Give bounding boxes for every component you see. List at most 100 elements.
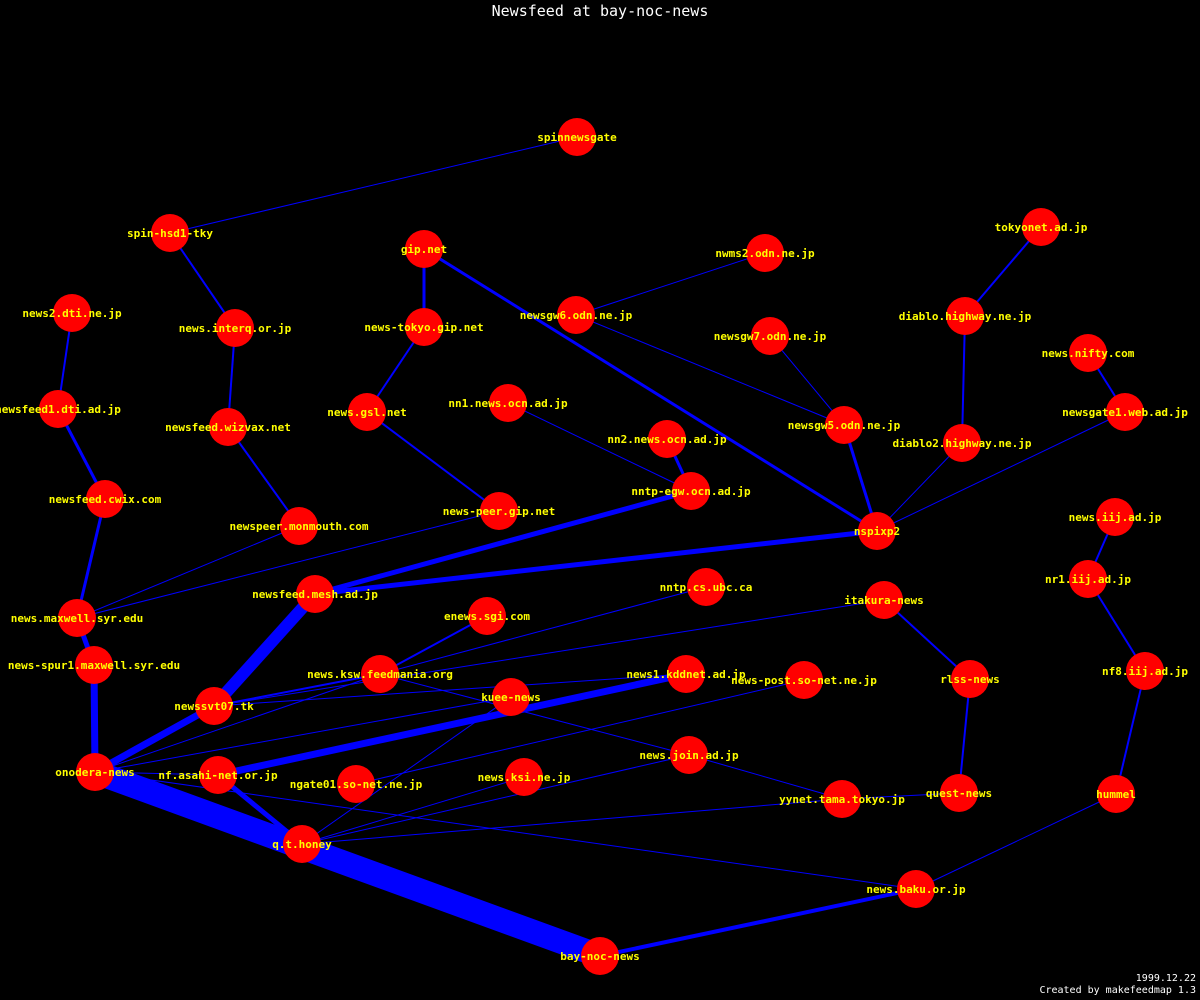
feed-edge-enews.sgi.com--news.ksw.feedmania.org	[379, 615, 488, 675]
node-bay-noc-news: bay-noc-news	[560, 937, 640, 975]
node-news-spur1.maxwell.syr.edu: news-spur1.maxwell.syr.edu	[8, 646, 180, 684]
node-circle	[216, 309, 254, 347]
feed-edge-nspixp2--newsfeed.mesh.ad.jp	[314, 528, 878, 597]
node-news.ksi.ne.jp: news.ksi.ne.jp	[478, 758, 571, 796]
node-label: kuee-news	[481, 691, 541, 704]
node-newspeer.monmouth.com: newspeer.monmouth.com	[229, 507, 369, 545]
node-circle	[1096, 498, 1134, 536]
node-label: nwms2.odn.ne.jp	[715, 247, 815, 260]
feed-edge-news.gsl.net--news-peer.gip.net	[366, 411, 500, 512]
feed-edge-news.baku.or.jp--bay-noc-news	[599, 887, 917, 958]
node-label: gip.net	[401, 243, 447, 256]
node-label: newsgate1.web.ad.jp	[1062, 406, 1188, 419]
node-label: news.nifty.com	[1042, 347, 1135, 360]
node-circle	[492, 678, 530, 716]
node-circle	[943, 424, 981, 462]
node-news.iij.ad.jp: news.iij.ad.jp	[1069, 498, 1162, 536]
node-circle	[1126, 652, 1164, 690]
node-label: bay-noc-news	[560, 950, 639, 963]
node-label: nf8.iij.ad.jp	[1102, 665, 1188, 678]
node-circle	[825, 406, 863, 444]
node-circle	[151, 214, 189, 252]
node-label: newsgw6.odn.ne.jp	[520, 309, 633, 322]
node-circle	[405, 230, 443, 268]
node-circle	[199, 756, 237, 794]
node-circle	[667, 655, 705, 693]
node-nr1.iij.ad.jp: nr1.iij.ad.jp	[1045, 560, 1131, 598]
feed-edge-nn1.news.ocn.ad.jp--nntp-egw.ocn.ad.jp	[507, 402, 692, 492]
node-onodera-news: onodera-news	[55, 753, 135, 791]
footer-credit: Created by makefeedmap 1.3	[1039, 985, 1196, 996]
node-circle	[405, 308, 443, 346]
node-nf8.iij.ad.jp: nf8.iij.ad.jp	[1102, 652, 1188, 690]
node-label: nf.asahi-net.or.jp	[158, 769, 278, 782]
feed-edge-kuee-news--onodera-news	[94, 696, 512, 773]
node-label: itakura-news	[844, 594, 923, 607]
node-newsfeed.mesh.ad.jp: newsfeed.mesh.ad.jp	[252, 575, 378, 613]
node-circle	[865, 581, 903, 619]
node-circle	[209, 408, 247, 446]
node-news.maxwell.syr.edu: news.maxwell.syr.edu	[11, 599, 143, 637]
node-diablo.highway.ne.jp: diablo.highway.ne.jp	[899, 297, 1032, 335]
node-nspixp2: nspixp2	[854, 512, 900, 550]
node-circle	[480, 492, 518, 530]
node-newsfeed.cwix.com: newsfeed.cwix.com	[49, 480, 162, 518]
node-nn2.news.ocn.ad.jp: nn2.news.ocn.ad.jp	[607, 420, 727, 458]
node-label: nntp-egw.ocn.ad.jp	[631, 485, 751, 498]
footer-date: 1999.12.22	[1135, 973, 1196, 984]
node-label: spin-hsd1-tky	[127, 227, 213, 240]
feed-edge-hummel--news.baku.or.jp	[915, 793, 1117, 890]
node-circle	[897, 870, 935, 908]
feed-edge-news.join.ad.jp--q.t.honey	[301, 754, 690, 845]
feed-edge-newsgate1.web.ad.jp--nspixp2	[876, 411, 1126, 532]
node-newsgw6.odn.ne.jp: newsgw6.odn.ne.jp	[520, 296, 633, 334]
node-label: newsfeed.cwix.com	[49, 493, 162, 506]
node-spin-hsd1-tky: spin-hsd1-tky	[127, 214, 213, 252]
feed-edge-newspeer.monmouth.com--news.maxwell.syr.edu	[76, 525, 300, 619]
node-label: news.interq.or.jp	[179, 322, 292, 335]
node-gip.net: gip.net	[401, 230, 447, 268]
node-label: news-tokyo.gip.net	[364, 321, 483, 334]
node-itakura-news: itakura-news	[844, 581, 924, 619]
node-circle	[361, 655, 399, 693]
node-circle	[280, 507, 318, 545]
node-tokyonet.ad.jp: tokyonet.ad.jp	[995, 208, 1088, 246]
node-label: news.maxwell.syr.edu	[11, 612, 143, 625]
node-label: newspeer.monmouth.com	[229, 520, 368, 533]
node-news-post.so-net.ne.jp: news-post.so-net.ne.jp	[731, 661, 877, 699]
feed-edge-newsfeed.wizvax.net--newspeer.monmouth.com	[227, 426, 300, 527]
node-label: rlss-news	[940, 673, 1000, 686]
node-news1.kddnet.ad.jp: news1.kddnet.ad.jp	[626, 655, 746, 693]
node-label: newsfeed1.dti.ad.jp	[0, 403, 121, 416]
node-circle	[687, 568, 725, 606]
node-circle	[558, 118, 596, 156]
node-circle	[581, 937, 619, 975]
node-circle	[1069, 334, 1107, 372]
node-circle	[86, 480, 124, 518]
node-label: nntp.cs.ubc.ca	[660, 581, 753, 594]
node-label: news-peer.gip.net	[443, 505, 556, 518]
feed-edge-rlss-news--quest-news	[958, 678, 971, 794]
node-label: enews.sgi.com	[444, 610, 530, 623]
node-diablo2.highway.ne.jp: diablo2.highway.ne.jp	[892, 424, 1032, 462]
feed-edge-yynet.tama.tokyo.jp--q.t.honey	[301, 798, 843, 845]
node-circle	[751, 317, 789, 355]
node-newsgw7.odn.ne.jp: newsgw7.odn.ne.jp	[714, 317, 827, 355]
node-circle	[283, 825, 321, 863]
node-nf.asahi-net.or.jp: nf.asahi-net.or.jp	[158, 756, 278, 794]
node-news-tokyo.gip.net: news-tokyo.gip.net	[364, 308, 484, 346]
feed-edge-nwms2.odn.ne.jp--newsgw6.odn.ne.jp	[575, 252, 766, 316]
node-news.interq.or.jp: news.interq.or.jp	[179, 309, 292, 347]
feed-edge-spin-hsd1-tky--news.interq.or.jp	[169, 232, 236, 329]
node-label: news.gsl.net	[327, 406, 406, 419]
feed-edge-gip.net--nspixp2	[423, 247, 878, 533]
node-news-peer.gip.net: news-peer.gip.net	[443, 492, 556, 530]
node-circle	[858, 512, 896, 550]
node-news2.dti.ne.jp: news2.dti.ne.jp	[22, 294, 122, 332]
node-newsgw5.odn.ne.jp: newsgw5.odn.ne.jp	[788, 406, 901, 444]
node-label: news.ksi.ne.jp	[478, 771, 571, 784]
node-label: yynet.tama.tokyo.jp	[779, 793, 905, 806]
node-circle	[557, 296, 595, 334]
